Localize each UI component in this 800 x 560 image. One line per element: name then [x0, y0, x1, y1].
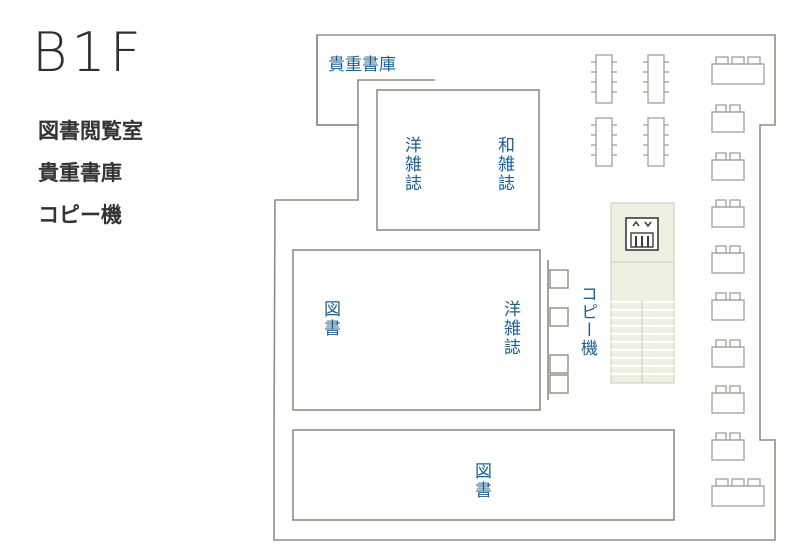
desk — [711, 152, 745, 181]
table-groups — [591, 54, 669, 167]
copier-area[interactable]: コピー機 — [547, 260, 598, 400]
desk — [711, 385, 745, 414]
elevator-icon — [625, 217, 659, 251]
copier-label: コピー機 — [577, 285, 598, 357]
books-room-bottom[interactable]: 図書 — [292, 429, 675, 521]
desk — [711, 245, 745, 274]
rare-books-room[interactable]: 貴重書庫 — [316, 35, 435, 126]
rare-books-label: 貴重書庫 — [328, 55, 396, 75]
legend: 図書閲覧室 貴重書庫 コピー機 — [38, 118, 143, 244]
right-desks — [711, 56, 765, 507]
outer-wall — [273, 34, 776, 541]
magazines-room[interactable]: 洋雑誌 和雑誌 — [376, 89, 540, 231]
western-magazines-upper-label: 洋雑誌 — [401, 136, 422, 193]
desk — [711, 339, 745, 368]
western-magazines-lower-label: 洋雑誌 — [500, 300, 521, 357]
desk — [711, 432, 745, 461]
books-bottom-label: 図書 — [471, 462, 492, 500]
table-group — [643, 54, 669, 104]
elevator-stairs — [610, 202, 675, 384]
books-room-left[interactable]: 図書 洋雑誌 — [292, 249, 541, 411]
legend-item-reading-room[interactable]: 図書閲覧室 — [38, 119, 143, 143]
floor-label: B1F — [32, 21, 145, 84]
table-group — [591, 54, 617, 104]
legend-item-copier[interactable]: コピー機 — [38, 203, 122, 227]
desk — [711, 478, 765, 507]
table-group — [591, 117, 617, 167]
japanese-magazines-label: 和雑誌 — [494, 136, 515, 193]
books-left-label: 図書 — [320, 300, 341, 338]
table-group — [643, 117, 669, 167]
desk — [711, 56, 765, 85]
desk — [711, 199, 745, 228]
stairs-icon — [611, 300, 674, 383]
legend-item-rare-books[interactable]: 貴重書庫 — [38, 161, 122, 185]
desk — [711, 104, 745, 133]
desk — [711, 292, 745, 321]
